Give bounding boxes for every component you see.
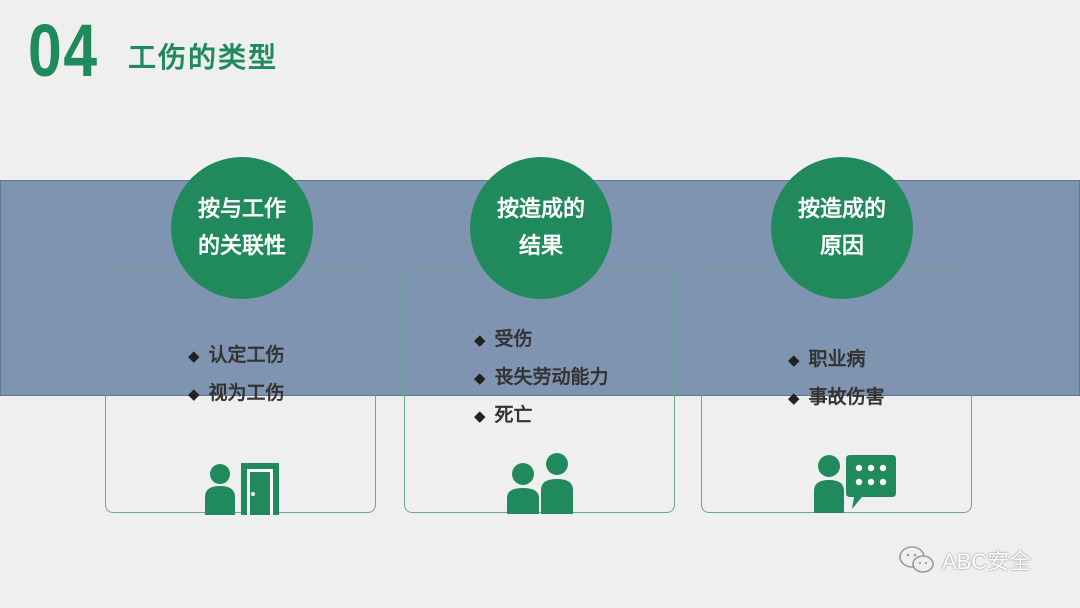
list-item: 丧失劳动能力 — [474, 359, 609, 397]
list-item: 事故伤害 — [788, 379, 885, 417]
person-chat-icon — [814, 455, 896, 513]
list-item: 受伤 — [474, 321, 609, 359]
two-people-icon — [507, 453, 573, 514]
heading-line: 原因 — [819, 234, 864, 259]
watermark-text: ABC安全 — [942, 549, 1032, 574]
list-item: 死亡 — [474, 397, 609, 435]
heading-line: 按与工作 — [197, 196, 286, 222]
list-item: 视为工伤 — [188, 375, 285, 413]
list-item: 职业病 — [788, 341, 885, 379]
heading-line: 的关联性 — [197, 234, 286, 259]
person-door-icon — [205, 463, 279, 515]
heading-line: 按造成的 — [797, 196, 886, 222]
heading-circle-result: 按造成的 结果 — [470, 157, 612, 299]
heading-line: 结果 — [518, 234, 563, 259]
heading-line: 按造成的 — [496, 196, 585, 222]
heading-circle-relation: 按与工作 的关联性 — [171, 157, 313, 299]
section-number: 04 — [28, 9, 99, 92]
page-title: 工伤的类型 — [128, 41, 279, 74]
bullet-list-relation: 认定工伤 视为工伤 — [188, 337, 285, 413]
bullet-list-cause: 职业病 事故伤害 — [788, 341, 885, 417]
bullet-list-result: 受伤 丧失劳动能力 死亡 — [474, 321, 609, 435]
wechat-icon — [899, 546, 934, 573]
list-item: 认定工伤 — [188, 337, 285, 375]
watermark: ABC安全 — [898, 544, 1031, 576]
heading-circle-cause: 按造成的 原因 — [771, 157, 913, 299]
